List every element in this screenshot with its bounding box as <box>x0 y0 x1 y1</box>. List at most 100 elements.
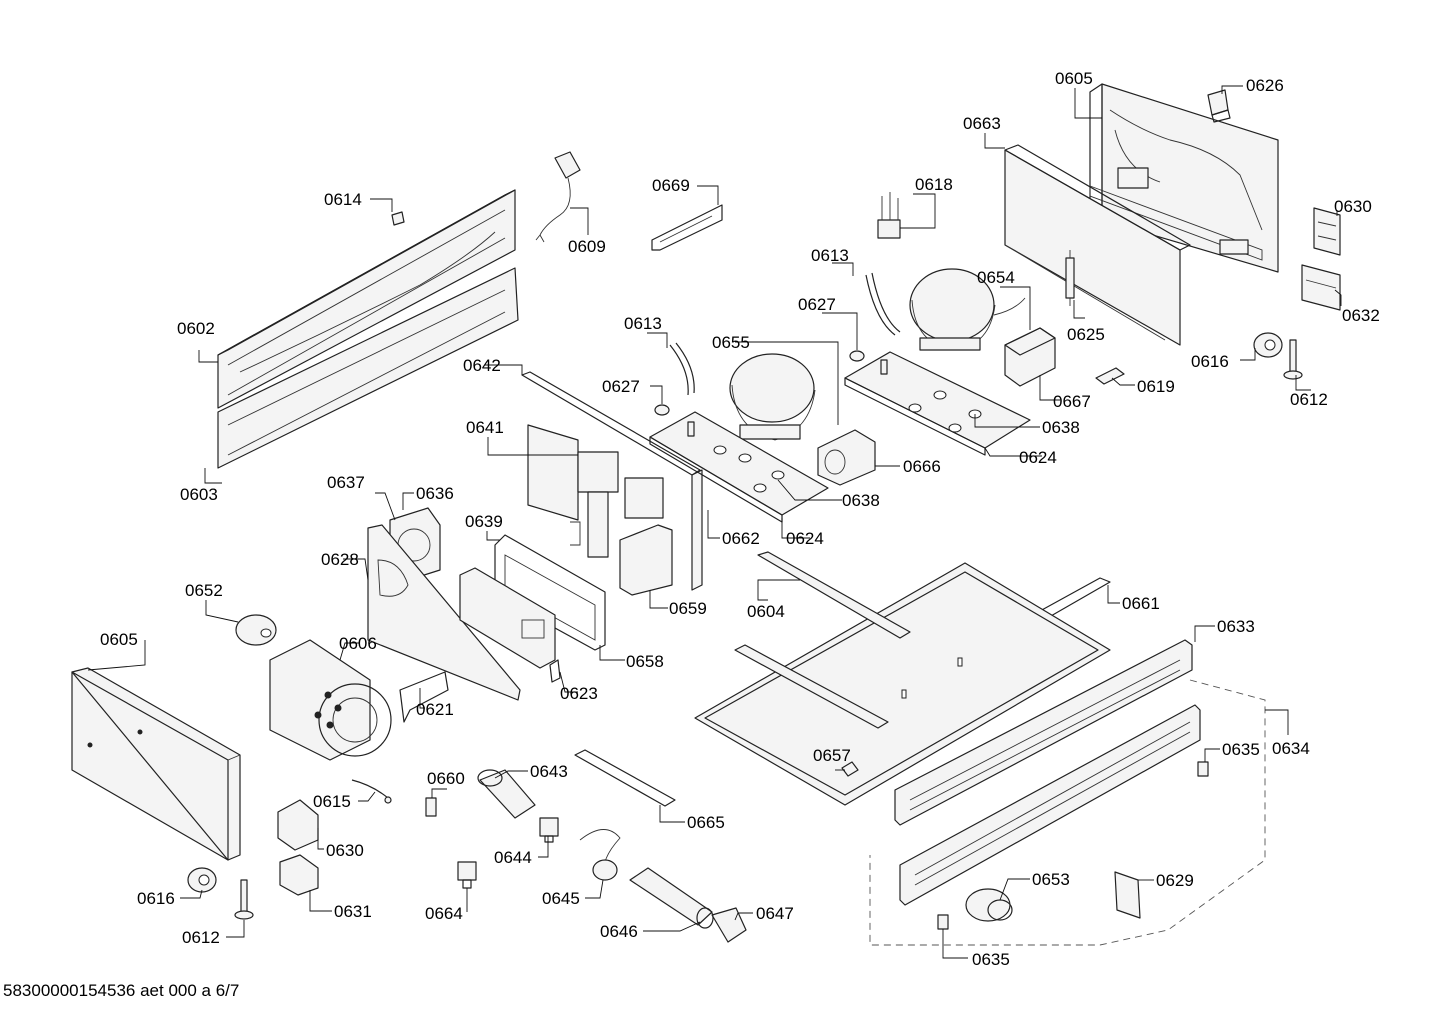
callout-label: 0604 <box>747 602 785 621</box>
part-hose-upper <box>865 272 901 336</box>
callout-label: 0616 <box>137 889 175 908</box>
part-mounting-strap <box>574 749 676 807</box>
part-fan-motor-small <box>817 429 876 486</box>
part-electrical-box <box>1004 327 1056 387</box>
callout-label: 0654 <box>977 268 1015 287</box>
callout-label: 0616 <box>1191 352 1229 371</box>
callout-label: 0619 <box>1137 377 1175 396</box>
callout-label: 0644 <box>494 848 532 867</box>
part-hinge-plate <box>1114 871 1141 919</box>
part-terminal-strip <box>1095 367 1125 385</box>
part-damper-cap <box>235 614 277 646</box>
part-mounting-bracket-lower <box>277 799 319 851</box>
part-side-panel <box>367 524 521 701</box>
callout-label: 0655 <box>712 333 750 352</box>
part-screw-lower <box>234 879 254 920</box>
callout-label: 0629 <box>1156 871 1194 890</box>
part-base-plate-left <box>649 411 829 523</box>
part-power-cord <box>535 151 581 243</box>
callout-label: 0609 <box>568 237 606 256</box>
callout-label: 0602 <box>177 319 215 338</box>
callout-label: 0605 <box>100 630 138 649</box>
part-hose-lower <box>669 342 695 396</box>
part-mounting-bracket-c <box>279 854 319 896</box>
part-grommet-lower <box>654 404 670 416</box>
callout-label: 0660 <box>427 769 465 788</box>
part-fan-shroud <box>269 639 392 761</box>
callout-label: 0627 <box>602 377 640 396</box>
part-connector-lower <box>187 867 217 893</box>
callout-label: 0645 <box>542 889 580 908</box>
callout-label: 0638 <box>1042 418 1080 437</box>
callout-label: 0669 <box>652 176 690 195</box>
part-filter-canister <box>477 769 536 819</box>
part-tray-clip <box>841 761 859 777</box>
callout-label: 0653 <box>1032 870 1070 889</box>
callout-label: 0638 <box>842 491 880 510</box>
part-screw-upper <box>1283 339 1303 380</box>
callout-label: 0642 <box>463 356 501 375</box>
part-back-panel-upper <box>1089 83 1279 273</box>
part-filter-cap <box>711 907 747 943</box>
part-bushing <box>425 797 437 817</box>
callout-label: 0666 <box>903 457 941 476</box>
callout-label: 0657 <box>813 746 851 765</box>
part-spacer-lower <box>937 914 949 930</box>
callout-label: 0603 <box>180 485 218 504</box>
part-small-relay-upper <box>1207 89 1231 123</box>
part-water-filter <box>629 867 714 929</box>
part-connector-upper <box>1253 332 1283 358</box>
callout-label: 0627 <box>798 295 836 314</box>
callout-label: 0662 <box>722 529 760 548</box>
callout-label: 0633 <box>1217 617 1255 636</box>
part-fan-bracket <box>399 671 449 723</box>
part-lower-rail <box>217 267 519 469</box>
part-top-rail <box>217 189 516 409</box>
part-bracket-small <box>651 204 723 251</box>
callout-label: 0659 <box>669 599 707 618</box>
part-control-board <box>459 567 556 669</box>
callout-label: 0658 <box>626 652 664 671</box>
callout-label: 0635 <box>972 950 1010 969</box>
callout-label: 0613 <box>624 314 662 333</box>
part-valve-assembly <box>570 451 664 558</box>
callout-label: 0663 <box>963 114 1001 133</box>
part-cover-plate <box>1004 144 1191 346</box>
callout-label: 0624 <box>786 529 824 548</box>
callout-label: 0632 <box>1342 306 1380 325</box>
document-id: 58300000154536 aet 000 a 6/7 <box>3 981 240 1000</box>
part-damper-cylinder <box>965 888 1013 922</box>
part-compressor-left <box>729 353 816 441</box>
part-start-relay <box>877 192 901 239</box>
part-component-panel <box>521 371 703 591</box>
part-floor-tray <box>694 551 1111 806</box>
part-vent-grille-upper <box>894 639 1193 826</box>
callout-label: 0612 <box>1290 390 1328 409</box>
callout-label: 0646 <box>600 922 638 941</box>
callout-label: 0606 <box>339 634 377 653</box>
part-filter-drier <box>1065 250 1075 306</box>
callout-label: 0639 <box>465 512 503 531</box>
callout-label: 0624 <box>1019 448 1057 467</box>
callout-label: 0661 <box>1122 594 1160 613</box>
callout-label: 0647 <box>756 904 794 923</box>
leader-lines <box>87 85 1342 959</box>
callout-label: 0621 <box>416 700 454 719</box>
part-valve-cover <box>619 524 673 596</box>
part-vent-grille-lower <box>899 704 1201 906</box>
part-board-clip <box>549 659 561 683</box>
callout-label: 0634 <box>1272 739 1310 758</box>
part-mounting-bracket-upper <box>1313 207 1341 256</box>
callout-label: 0635 <box>1222 740 1260 759</box>
callout-label: 0612 <box>182 928 220 947</box>
part-back-panel-lower <box>71 667 241 861</box>
callout-label: 0623 <box>560 684 598 703</box>
callout-label: 0618 <box>915 175 953 194</box>
part-water-valve <box>539 817 559 843</box>
callout-label: 0664 <box>425 904 463 923</box>
callout-label: 0615 <box>313 792 351 811</box>
part-wire-harness <box>579 829 621 881</box>
part-clip <box>391 211 405 226</box>
callout-label: 0641 <box>466 418 504 437</box>
